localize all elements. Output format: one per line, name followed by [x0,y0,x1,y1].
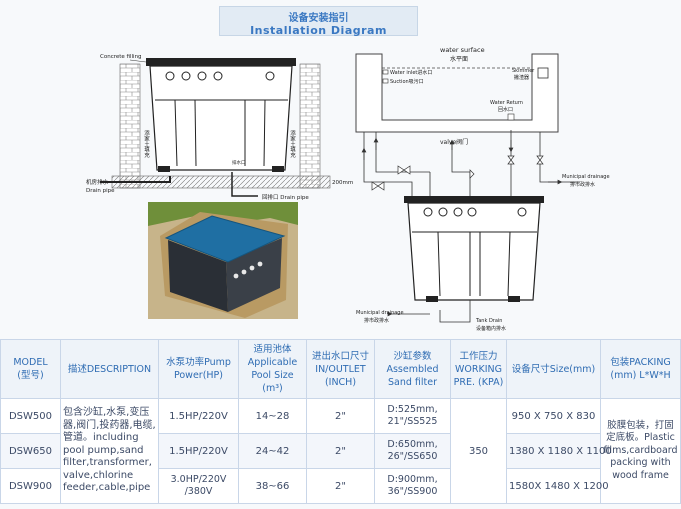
skimmer [537,67,549,79]
equipment-render [148,202,298,319]
cell-inout: 2" [306,468,375,504]
plumb-box-ribs [412,231,537,297]
render-ports [233,261,263,279]
drain-pipe-bottom [231,172,258,197]
title-english: Installation Diagram [250,24,387,37]
label-tank-drain-en: Tank Drain [475,318,502,324]
header-working-pressure: 工作压力 WORKING PRE. (KPA) [450,339,507,399]
label-municipal-drainage-bottom-cn: 排市政排水 [364,317,389,324]
cell-pump: 3.0HP/220V /380V [158,468,239,504]
label-water-inlet: Water inlet进水口 [390,69,432,76]
pool-wall [355,53,559,133]
cell-sand: D:900mm, 36"/SS900 [374,468,451,504]
plumb-box-body [407,202,541,301]
table-row: DSW500 包含沙缸,水泵,变压器,阀门,投药器,电缆,管道。includin… [0,398,681,504]
label-water-return-cn: 回水口 [498,106,513,113]
plumb-box-ports [423,207,527,217]
header-pump-power: 水泵功率Pump Power(HP) [158,339,239,399]
box-foot-right [272,166,284,172]
header-sand-filter: 沙缸参数 Assembled Sand filter [374,339,451,399]
label-backfill-left: 添家土填充 [143,129,150,159]
header-description: 描述DESCRIPTION [60,339,159,399]
cell-pool: 14~28 [238,398,307,434]
label-valve: valve阀门 [440,138,468,146]
box-lid [146,58,296,66]
plumb-box-foot-right [508,296,520,302]
box-ports [165,71,275,81]
header-pool-size: 适用池体 Applicable Pool Size (m³) [238,339,307,399]
render-grass [148,202,298,226]
label-skimmer-cn: 撇渣器 [514,74,529,81]
header-model: MODEL (型号) [0,339,61,399]
cell-pump: 1.5HP/220V [158,398,239,434]
valve-icons [371,155,544,191]
label-thickness: 200mm [332,180,353,186]
label-water-surface-cn: 水平面 [450,55,468,63]
label-drain-pipe-bottom: 回排口 Drain pipe [262,193,309,201]
label-drain-outlet: 排水口 [232,159,246,166]
label-drain-pipe-en: Drain pipe [86,188,115,194]
table-header-row: MODEL (型号) 描述DESCRIPTION 水泵功率Pump Power(… [0,339,681,399]
label-municipal-drainage-right-en: Municipal drainage [562,174,610,180]
installation-diagram: Concrete filling 添家土填充 添家土填充 机房排水 Drain … [86,46,610,332]
label-municipal-drainage-right-cn: 排市政排水 [570,181,595,188]
box-body [149,65,293,171]
cell-pool: 38~66 [238,468,307,504]
render-box-side-left [168,240,228,312]
label-skimmer-en: Skimmer [512,68,535,74]
render-pool-cover [164,215,286,263]
water-inlet-port [382,69,389,75]
cell-model: DSW900 [0,468,61,504]
pipes [363,130,580,196]
header-size: 设备尺寸Size(mm) [506,339,601,399]
header-packing: 包装PACKING (mm) L*W*H [600,339,681,399]
suction-port [382,78,389,84]
cell-inout: 2" [306,398,375,434]
cell-sand: D:650mm, 26"/SS650 [374,433,451,469]
label-water-surface-en: water surface [440,46,485,54]
flow-arrows [361,137,563,185]
cell-sand: D:525mm, 21"/SS525 [374,398,451,434]
label-suction: Suction吸污口 [390,78,424,85]
cell-packing: 胶膜包装，打固定底板。Plastic films,cardboard packi… [600,398,681,504]
label-tank-drain-cn: 设备箱内排水 [476,325,506,332]
label-municipal-drainage-bottom-en: Municipal drainage [356,310,404,316]
cell-working-pressure: 350 [450,398,507,504]
cell-size: 950 X 750 X 830 [506,398,601,434]
table-row: DSW900 3.0HP/220V /380V 38~66 2" D:900mm… [0,468,681,504]
spec-table: MODEL (型号) 描述DESCRIPTION 水泵功率Pump Power(… [0,339,681,504]
cell-size: 1380 X 1180 X 1100 [506,433,612,469]
section-diagram: Concrete filling 添家土填充 添家土填充 机房排水 Drain … [86,54,353,201]
label-backfill-right: 添家土填充 [289,129,296,159]
plumb-box-foot-left [426,296,438,302]
cell-model: DSW500 [0,398,61,434]
cell-size: 1580X 1480 X 1200 [506,468,609,504]
cell-pump: 1.5HP/220V [158,433,239,469]
cell-inout: 2" [306,433,375,469]
plumb-box-lid [404,196,544,203]
drain-pipe [100,176,171,183]
box-foot-left [158,166,170,172]
right-brick-wall [299,63,321,189]
cell-description: 包含沙缸,水泵,变压器,阀门,投药器,电缆,管道。including pool … [60,398,159,504]
left-brick-wall [119,63,141,189]
box-ribs [155,99,288,167]
cell-model: DSW650 [0,433,61,469]
water-return-port [507,113,515,121]
tank-drain-pipe [439,300,471,323]
header-inout: 进出水口尺寸 IN/OUTLET (INCH) [306,339,375,399]
plumbing-diagram: water surface 水平面 Water inlet进水口 Suction… [355,46,610,332]
label-water-return-en: Water Return [490,100,523,106]
label-concrete-filling: Concrete filling [100,54,142,60]
title-banner: 设备安装指引 Installation Diagram [219,6,418,37]
label-drain-pipe-cn: 机房排水 [86,178,109,186]
title-chinese: 设备安装指引 [288,13,349,24]
cell-pool: 24~42 [238,433,307,469]
